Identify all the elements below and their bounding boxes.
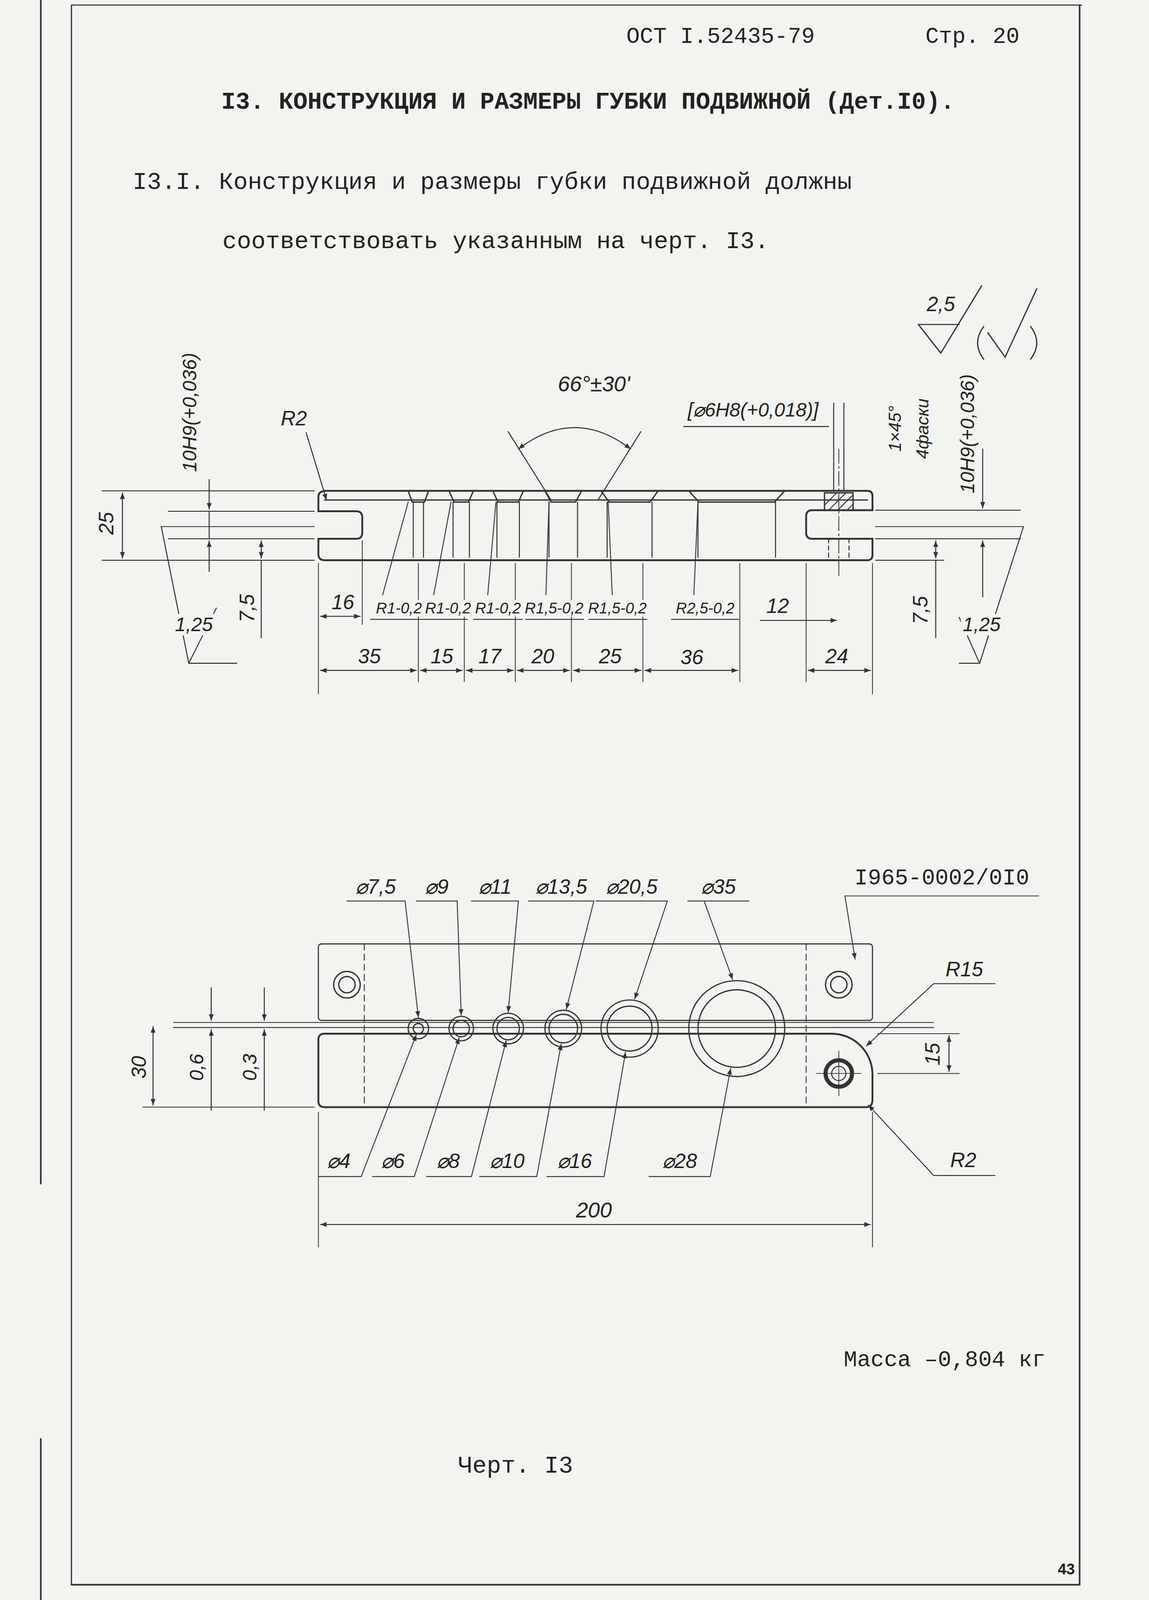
dimension: 7,5 xyxy=(235,591,259,624)
diameter-label: ⌀16 xyxy=(555,1149,595,1172)
diameter-label: ⌀28 xyxy=(660,1149,700,1172)
dimension: 30 xyxy=(127,1053,151,1081)
diameter-label: ⌀10 xyxy=(487,1149,527,1172)
diameter-label: ⌀35 xyxy=(699,875,738,898)
page-number: Стр. 20 xyxy=(923,24,1022,49)
sheet-number: 43 xyxy=(1055,1560,1077,1578)
section-title: I3. КОНСТРУКЦИЯ И РАЗМЕРЫ ГУБКИ ПОДВИЖНО… xyxy=(219,89,957,116)
diameter-label: ⌀20,5 xyxy=(603,875,660,898)
dimension: 7,5 xyxy=(909,594,932,627)
dimension: 15 xyxy=(921,1040,944,1067)
diameter-label: ⌀11 xyxy=(476,875,514,898)
roughness-value: 1,25 xyxy=(173,613,215,636)
dimension: 20 xyxy=(529,644,557,668)
mass-note: Масса –0,804 кг xyxy=(841,1347,1048,1372)
hole-dimension: [⌀6H8(+0,018)] xyxy=(685,399,821,422)
chamfer-note: 1×45° xyxy=(885,403,905,454)
chamfer-note: 4фаски xyxy=(913,396,933,461)
roughness-value: 2,5 xyxy=(924,292,957,316)
radius-label: R2 xyxy=(278,407,309,430)
radius-label: R15 xyxy=(943,957,985,981)
dimension: 10H9(+0,036) xyxy=(956,372,979,496)
dimension: 36 xyxy=(678,645,706,669)
radius-label: R1,5-0,2 xyxy=(522,599,586,617)
part-number: I965-0002/0I0 xyxy=(852,865,1032,891)
radius-label: R1-0,2 xyxy=(473,599,523,617)
radius-label: R1-0,2 xyxy=(373,599,424,617)
dimension: 25 xyxy=(596,644,624,668)
dimension: 16 xyxy=(329,590,357,614)
diameter-label: ⌀7,5 xyxy=(353,875,398,898)
standard-code: ОСТ I.52435-79 xyxy=(624,24,817,49)
angle-dimension: 66°±30' xyxy=(555,371,632,396)
radius-label: R2 xyxy=(948,1148,979,1171)
diameter-label: ⌀8 xyxy=(434,1149,462,1172)
dimension: 10H9(+0,036) xyxy=(179,350,201,474)
dimension: 17 xyxy=(476,644,504,668)
paragraph: I3.I. Конструкция и размеры губки подвиж… xyxy=(132,152,890,272)
diameter-label: ⌀4 xyxy=(325,1149,353,1172)
radius-label: R1,5-0,2 xyxy=(586,599,649,617)
dimension: 12 xyxy=(764,594,791,617)
diameter-label: ⌀6 xyxy=(379,1149,407,1172)
roughness-value: 1,25 xyxy=(961,613,1003,636)
dimension: 200 xyxy=(574,1197,614,1222)
dimension: 24 xyxy=(823,644,851,668)
radius-label: R2,5-0,2 xyxy=(673,599,737,617)
dimension: 0,6 xyxy=(186,1051,208,1083)
radius-label: R1-0,2 xyxy=(422,599,473,617)
diameter-label: ⌀13,5 xyxy=(533,875,589,898)
figure-caption: Черт. I3 xyxy=(456,1452,575,1480)
dimension: 25 xyxy=(95,510,118,537)
dimension: 0,3 xyxy=(239,1051,261,1083)
diameter-label: ⌀9 xyxy=(422,875,450,898)
dimension: 35 xyxy=(356,644,383,668)
dimension: 15 xyxy=(428,644,456,668)
